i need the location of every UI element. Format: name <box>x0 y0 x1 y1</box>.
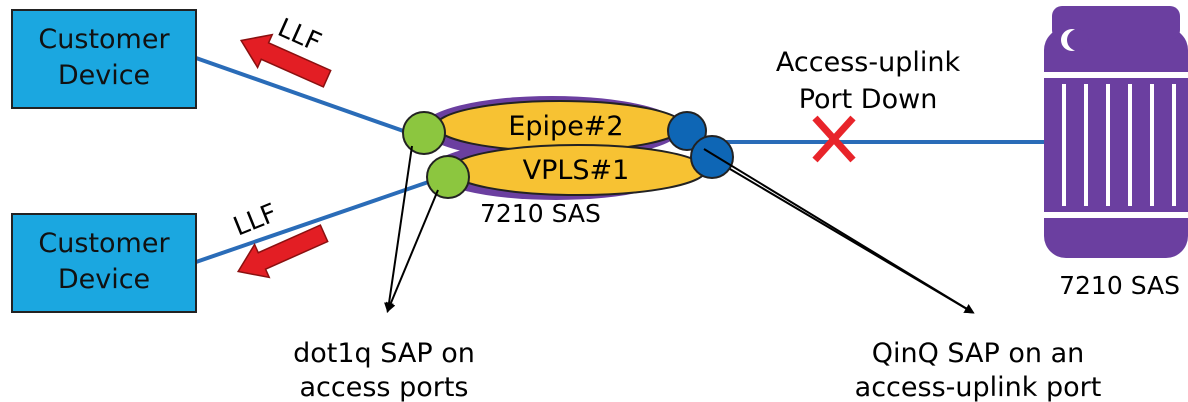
router-icon <box>1044 6 1188 258</box>
sap-green-top <box>402 111 446 155</box>
llf-arrow-bottom <box>236 224 329 279</box>
fault-label-line1: Access-uplink <box>776 47 961 78</box>
node-right-label: 7210 SAS <box>1059 271 1180 300</box>
link-bottom-customer <box>195 176 441 264</box>
fault-x-icon <box>812 115 856 163</box>
customer-device-bottom: Customer Device <box>11 213 197 313</box>
node-left-label: 7210 SAS <box>480 199 601 228</box>
sap-blue-bottom <box>690 135 734 179</box>
llf-arrow-top <box>239 33 332 88</box>
callout-qinq-line1: QinQ SAP on an <box>872 338 1085 369</box>
callout-arrows-dot1q <box>384 145 439 313</box>
service-vpls-label: VPLS#1 <box>523 155 630 186</box>
callout-qinq-line2: access-uplink port <box>855 372 1102 402</box>
service-epipe: Epipe#2 <box>435 100 685 152</box>
customer-device-top-line2: Device <box>58 60 150 91</box>
callout-arrows-qinq <box>703 148 975 314</box>
sap-blue-top <box>667 111 707 151</box>
customer-device-top-line1: Customer <box>38 24 170 55</box>
callout-dot1q-line1: dot1q SAP on <box>293 338 475 369</box>
customer-device-bottom-line1: Customer <box>38 228 170 259</box>
service-epipe-label: Epipe#2 <box>508 111 623 142</box>
customer-device-bottom-line2: Device <box>58 264 150 295</box>
sap-green-bottom <box>426 155 470 199</box>
customer-device-top: Customer Device <box>11 9 197 109</box>
fault-label-line2: Port Down <box>799 84 938 115</box>
service-vpls: VPLS#1 <box>449 144 707 196</box>
link-top-customer <box>195 56 413 136</box>
callout-dot1q-line2: access ports <box>300 372 469 402</box>
